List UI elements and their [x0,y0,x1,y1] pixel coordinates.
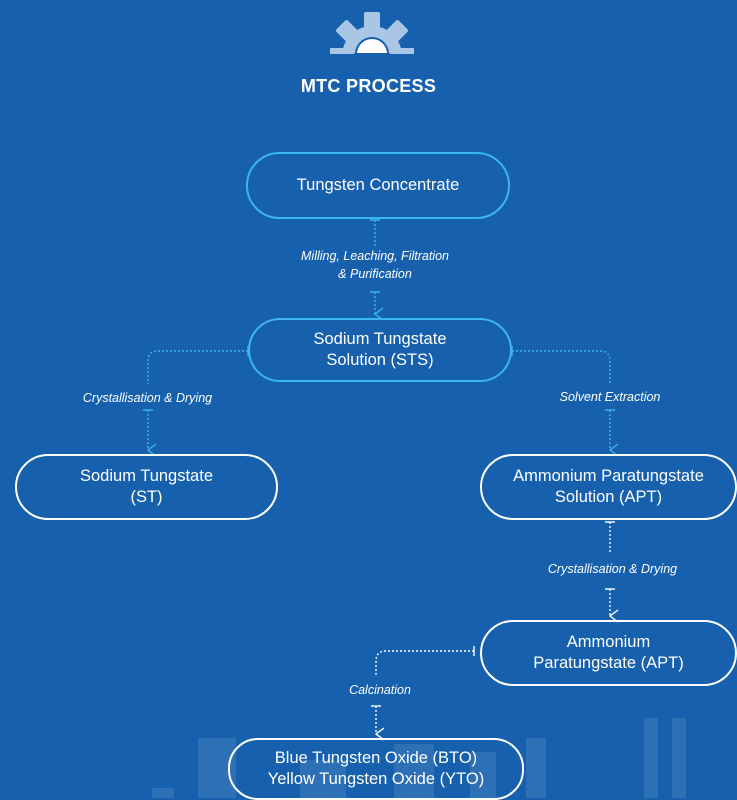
node-ammonium-paratungstate: Ammonium Paratungstate (APT) [480,620,737,686]
step-label-crystallisation-right: Crystallisation & Drying [547,562,678,576]
node-tungsten-concentrate: Tungsten Concentrate [246,152,510,219]
step-label-solvent-extraction: Solvent Extraction [559,390,661,404]
connector-sts-to-apt-solution [511,346,615,450]
diagram-title: MTC PROCESS [300,76,437,96]
node-label: Tungsten Concentrate [296,176,460,194]
node-sodium-tungstate: Sodium Tungstate (ST) [15,454,278,520]
step-label-milling: Milling, Leaching, Filtration & Purifica… [301,249,449,281]
node-ammonium-paratungstate-solution: Ammonium Paratungstate Solution (APT) [480,454,737,520]
connector-concentrate-to-sts [370,219,380,314]
step-label-crystallisation-left: Crystallisation & Drying [82,391,213,405]
node-label: Sodium Tungstate (ST) [80,467,213,506]
step-label-calcination: Calcination [349,683,411,697]
node-label: Ammonium Paratungstate Solution (APT) [513,467,704,506]
node-label: Sodium Tungstate Solution (STS) [313,330,447,369]
node-label: Ammonium Paratungstate (APT) [533,633,684,672]
connector-apt-to-oxides [371,646,475,734]
node-sodium-tungstate-solution: Sodium Tungstate Solution (STS) [248,318,512,382]
connector-apt-solution-to-apt [605,521,615,616]
gear-icon [330,12,414,56]
node-label: Blue Tungsten Oxide (BTO) Yellow Tungste… [267,749,485,788]
node-tungsten-oxides: Blue Tungsten Oxide (BTO) Yellow Tungste… [228,738,524,800]
